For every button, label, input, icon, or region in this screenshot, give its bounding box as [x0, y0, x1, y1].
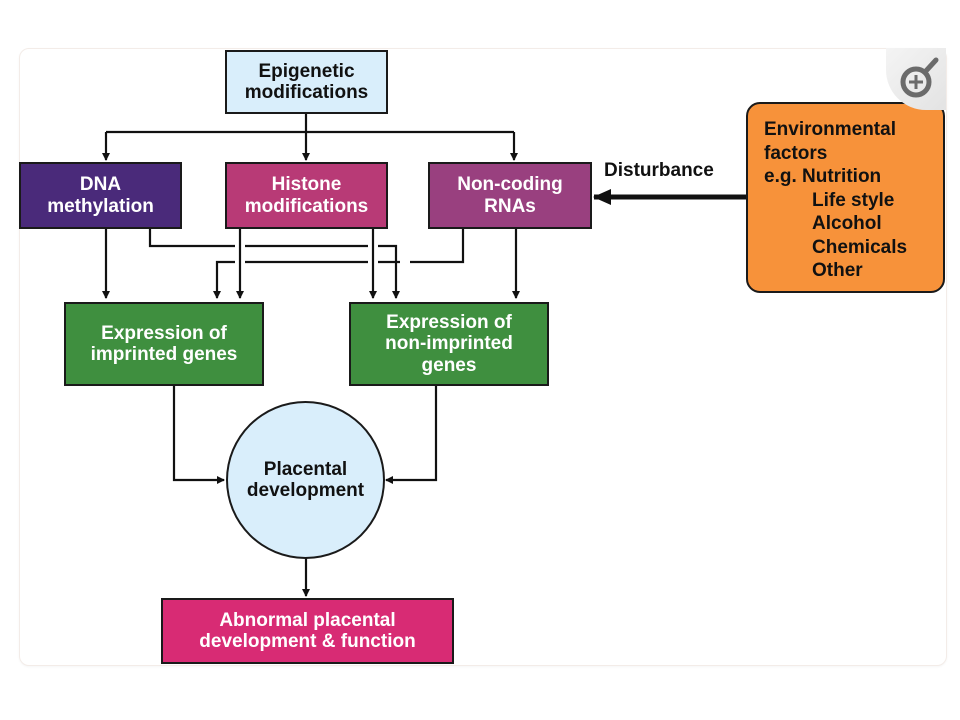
node-epigenetic-label: Epigenetic modifications [244, 60, 369, 103]
zoom-in-button[interactable] [886, 48, 946, 110]
node-ncrna-label: Non-coding RNAs [457, 174, 563, 217]
edge-label-disturbance: Disturbance [604, 160, 714, 181]
node-expression-non-imprinted: Expression of non-imprinted genes [349, 302, 549, 386]
env-example-4: Other [812, 260, 863, 281]
node-environmental-factors: Environmental factors e.g. Nutrition Lif… [746, 102, 945, 293]
node-epigenetic-modifications: Epigenetic modifications [225, 50, 388, 114]
env-example-3: Chemicals [812, 236, 908, 258]
node-histone-label: Histone modifications [244, 174, 369, 217]
node-dna-label: DNA methylation [47, 174, 154, 217]
node-abnormal-placental: Abnormal placental development & functio… [161, 598, 454, 664]
node-placental-label: Placental development [246, 458, 365, 501]
node-placental-development: Placental development [226, 401, 385, 559]
node-non-coding-rnas: Non-coding RNAs [428, 162, 592, 229]
node-abnormal-label: Abnormal placental development & functio… [199, 609, 416, 652]
zoom-in-magnifier-icon [900, 57, 939, 98]
node-dna-methylation: DNA methylation [19, 162, 182, 229]
env-lines: Environmental factors e.g. Nutrition Lif… [764, 118, 907, 283]
env-line-1: Environmental [764, 119, 896, 140]
env-example-1: Life style [812, 189, 895, 211]
node-imprinted-label: Expression of imprinted genes [90, 322, 238, 365]
node-histone-modifications: Histone modifications [225, 162, 388, 229]
node-nonimprinted-label: Expression of non-imprinted genes [385, 312, 513, 376]
env-example-2: Alcohol [812, 213, 882, 234]
node-expression-imprinted: Expression of imprinted genes [64, 302, 264, 386]
env-line-2: factors [764, 142, 828, 164]
env-line-3: e.g. Nutrition [764, 166, 882, 187]
